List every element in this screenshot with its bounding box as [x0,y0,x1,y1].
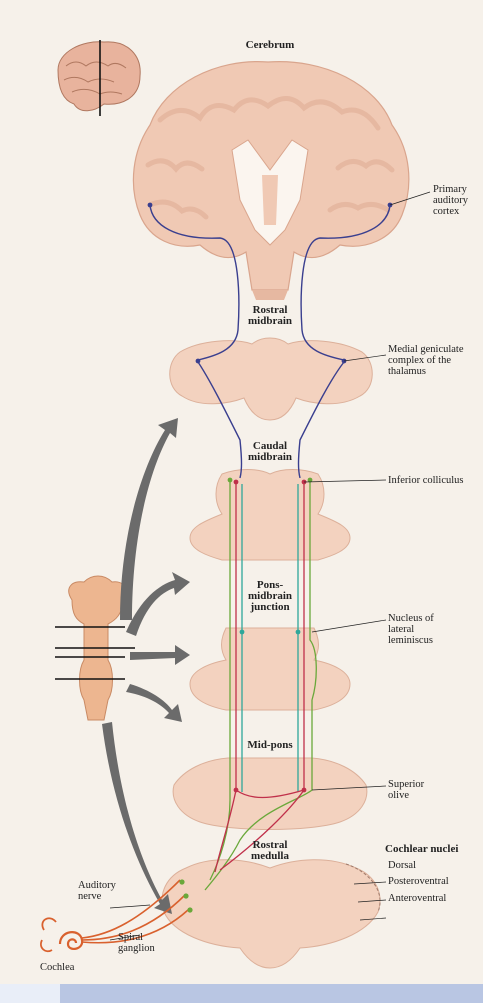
label-rostral-medulla: Rostral medulla [230,840,310,862]
label-posteroventral: Posteroventral [388,876,483,887]
label-mid-pons: Mid-pons [230,740,310,751]
label-pons-midbrain-junction: Pons- midbrain junction [230,580,310,613]
rostral-medulla-section [162,860,380,968]
brain-inset-icon [58,40,140,116]
label-cerebrum: Cerebrum [220,40,320,51]
label-auditory-nerve: Auditory nerve [78,880,138,902]
label-anteroventral: Anteroventral [388,893,483,904]
label-cochlear-nuclei: Cochlear nuclei [385,844,483,855]
bottom-edge-bar [0,984,483,1003]
caudal-midbrain-section [190,470,350,561]
label-medial-geniculate: Medial geniculate complex of the thalamu… [388,344,483,377]
label-cochlea: Cochlea [40,962,100,973]
label-caudal-midbrain: Caudal midbrain [230,441,310,463]
cochlea-icon [41,918,82,951]
rostral-midbrain-section [170,338,373,420]
label-primary-auditory-cortex: Primary auditory cortex [433,184,483,217]
label-dorsal: Dorsal [388,860,483,871]
cerebrum-section [133,62,408,300]
label-superior-olive: Superior olive [388,779,483,801]
level-arrows [102,418,190,914]
label-rostral-midbrain: Rostral midbrain [230,305,310,327]
bottom-edge-highlight [0,984,60,1003]
label-inferior-colliculus: Inferior colliculus [388,475,483,486]
mid-pons-section [173,758,367,830]
label-nucleus-lateral-lemniscus: Nucleus of lateral leminiscus [388,613,483,646]
label-spiral-ganglion: Spiral ganglion [118,932,178,954]
pons-midbrain-junction-section [190,628,350,710]
